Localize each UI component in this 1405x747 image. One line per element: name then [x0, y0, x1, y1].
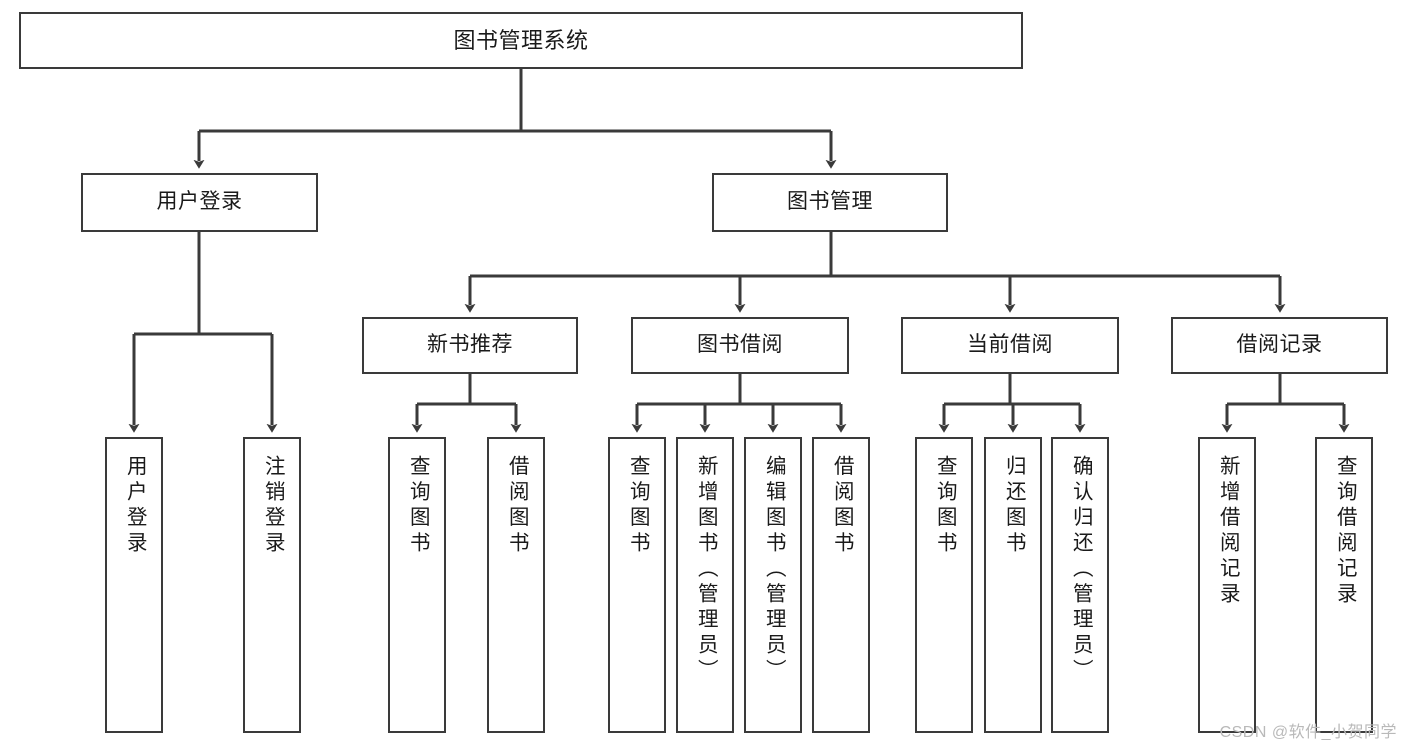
- node-leaf-return-book-label: 归还图书: [1002, 455, 1026, 557]
- node-leaf-query-book-1-label: 查询图书: [406, 455, 430, 557]
- node-leaf-query-book-1[interactable]: 查询图书: [388, 437, 446, 733]
- csdn-watermark: CSDN @软件_小贺同学: [1219, 724, 1397, 741]
- node-book-borrow-label: 图书借阅: [697, 333, 783, 357]
- node-leaf-add-book-admin-label: 新增图书（管理员）: [694, 455, 718, 685]
- node-root[interactable]: 图书管理系统: [19, 12, 1023, 69]
- node-leaf-query-borrow-record[interactable]: 查询借阅记录: [1315, 437, 1373, 733]
- node-user-login-label: 用户登录: [156, 190, 243, 214]
- node-root-label: 图书管理系统: [453, 27, 589, 53]
- node-leaf-borrow-book-1-label: 借阅图书: [505, 455, 529, 557]
- node-book-manage-label: 图书管理: [787, 190, 873, 214]
- node-leaf-add-borrow-record-label: 新增借阅记录: [1216, 455, 1240, 608]
- node-new-book-rec[interactable]: 新书推荐: [362, 317, 578, 374]
- node-current-borrow-label: 当前借阅: [967, 333, 1053, 357]
- node-leaf-user-login[interactable]: 用户登录: [105, 437, 163, 733]
- node-leaf-query-book-2[interactable]: 查询图书: [608, 437, 666, 733]
- node-user-login[interactable]: 用户登录: [81, 173, 318, 232]
- node-leaf-query-borrow-record-label: 查询借阅记录: [1333, 455, 1357, 608]
- node-leaf-edit-book-admin[interactable]: 编辑图书（管理员）: [744, 437, 802, 733]
- node-leaf-query-book-3[interactable]: 查询图书: [915, 437, 973, 733]
- node-leaf-user-logout-label: 注销登录: [261, 455, 285, 557]
- node-leaf-user-login-label: 用户登录: [123, 455, 147, 557]
- node-leaf-confirm-return-admin[interactable]: 确认归还（管理员）: [1051, 437, 1109, 733]
- node-leaf-edit-book-admin-label: 编辑图书（管理员）: [762, 455, 786, 685]
- node-leaf-borrow-book-1[interactable]: 借阅图书: [487, 437, 545, 733]
- node-book-manage[interactable]: 图书管理: [712, 173, 948, 232]
- node-leaf-query-book-3-label: 查询图书: [933, 455, 957, 557]
- node-leaf-return-book[interactable]: 归还图书: [984, 437, 1042, 733]
- node-leaf-user-logout[interactable]: 注销登录: [243, 437, 301, 733]
- node-leaf-add-borrow-record[interactable]: 新增借阅记录: [1198, 437, 1256, 733]
- node-borrow-record-label: 借阅记录: [1236, 333, 1323, 357]
- node-leaf-query-book-2-label: 查询图书: [626, 455, 650, 557]
- node-current-borrow[interactable]: 当前借阅: [901, 317, 1119, 374]
- node-book-borrow[interactable]: 图书借阅: [631, 317, 849, 374]
- node-leaf-borrow-book-2[interactable]: 借阅图书: [812, 437, 870, 733]
- node-leaf-add-book-admin[interactable]: 新增图书（管理员）: [676, 437, 734, 733]
- node-leaf-borrow-book-2-label: 借阅图书: [830, 455, 854, 557]
- node-new-book-rec-label: 新书推荐: [427, 333, 513, 357]
- node-borrow-record[interactable]: 借阅记录: [1171, 317, 1388, 374]
- node-leaf-confirm-return-admin-label: 确认归还（管理员）: [1069, 455, 1093, 685]
